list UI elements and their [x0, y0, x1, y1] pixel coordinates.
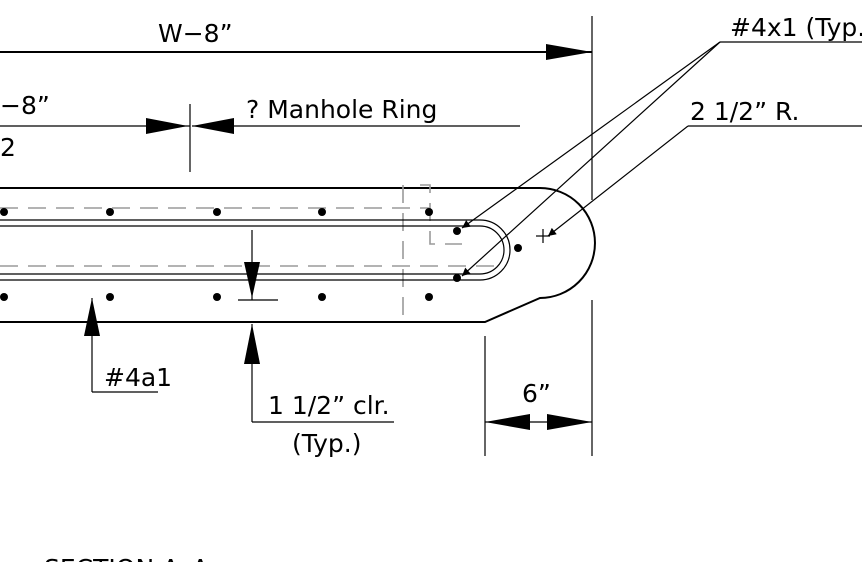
- radius-leader: [547, 125, 689, 237]
- clear-cover-dimension: [238, 230, 278, 301]
- radius-center-mark: [536, 229, 550, 243]
- rebar-hoop-outer: [0, 219, 511, 281]
- width-dimension-arrow: [546, 44, 592, 60]
- rebar-dot: [425, 208, 433, 216]
- rebar-dot: [318, 208, 326, 216]
- clear-cover-arrow-up: [244, 324, 260, 364]
- rebar-hoop: [0, 219, 511, 281]
- radius-label: 2 1/2” R.: [690, 97, 799, 126]
- bar-x1-callout: #4x1 (Typ.): [461, 13, 862, 277]
- bar-x1-label: #4x1 (Typ.): [730, 13, 862, 42]
- width-dimension: W−8”: [0, 16, 593, 200]
- slab-edge: [0, 187, 596, 323]
- radius-callout: 2 1/2” R.: [547, 97, 862, 237]
- clear-cover-label: 1 1/2” clr.: [268, 391, 390, 420]
- rebar-dots: [0, 208, 522, 301]
- bar-a1-arrow: [84, 298, 100, 336]
- clear-cover-callout: 1 1/2” clr. (Typ.): [244, 324, 394, 458]
- edge-dimension: 6”: [484, 300, 593, 456]
- rebar-dot: [106, 293, 114, 301]
- slab-outline: [0, 187, 596, 323]
- rebar-dot: [106, 208, 114, 216]
- edge-dim-arrow-right: [547, 414, 592, 430]
- hidden-lines: [0, 184, 495, 322]
- rebar-dot: [453, 274, 461, 282]
- manhole-ring-arrow: [192, 118, 234, 134]
- left-dimension-sub-label: 2: [0, 133, 16, 162]
- clear-cover-typ-label: (Typ.): [292, 429, 362, 458]
- left-dimension-arrow: [146, 118, 188, 134]
- left-dimension: −8” 2: [0, 91, 190, 162]
- left-dimension-label: −8”: [0, 91, 50, 120]
- bar-a1-callout: #4a1: [84, 298, 172, 393]
- rebar-dot: [0, 293, 8, 301]
- edge-dim-label: 6”: [522, 379, 551, 408]
- width-dimension-label: W−8”: [158, 19, 233, 48]
- manhole-ring-callout: ? Manhole Ring: [189, 95, 520, 172]
- manhole-ring-label: ? Manhole Ring: [246, 95, 437, 124]
- rebar-dot: [213, 293, 221, 301]
- edge-dim-arrow-left: [485, 414, 530, 430]
- rebar-dot: [318, 293, 326, 301]
- rebar-dot: [0, 208, 8, 216]
- section-title: SECTION A–A: [44, 554, 209, 562]
- bar-x1-leader-top: [461, 41, 721, 229]
- rebar-dot: [213, 208, 221, 216]
- rebar-dot: [514, 244, 522, 252]
- bar-x1-leader-bottom: [461, 41, 721, 277]
- rebar-hoop-inner: [0, 225, 505, 275]
- bar-a1-label: #4a1: [104, 363, 172, 392]
- clear-cover-arrow-down: [244, 262, 260, 298]
- rebar-dot: [453, 227, 461, 235]
- rebar-dot: [425, 293, 433, 301]
